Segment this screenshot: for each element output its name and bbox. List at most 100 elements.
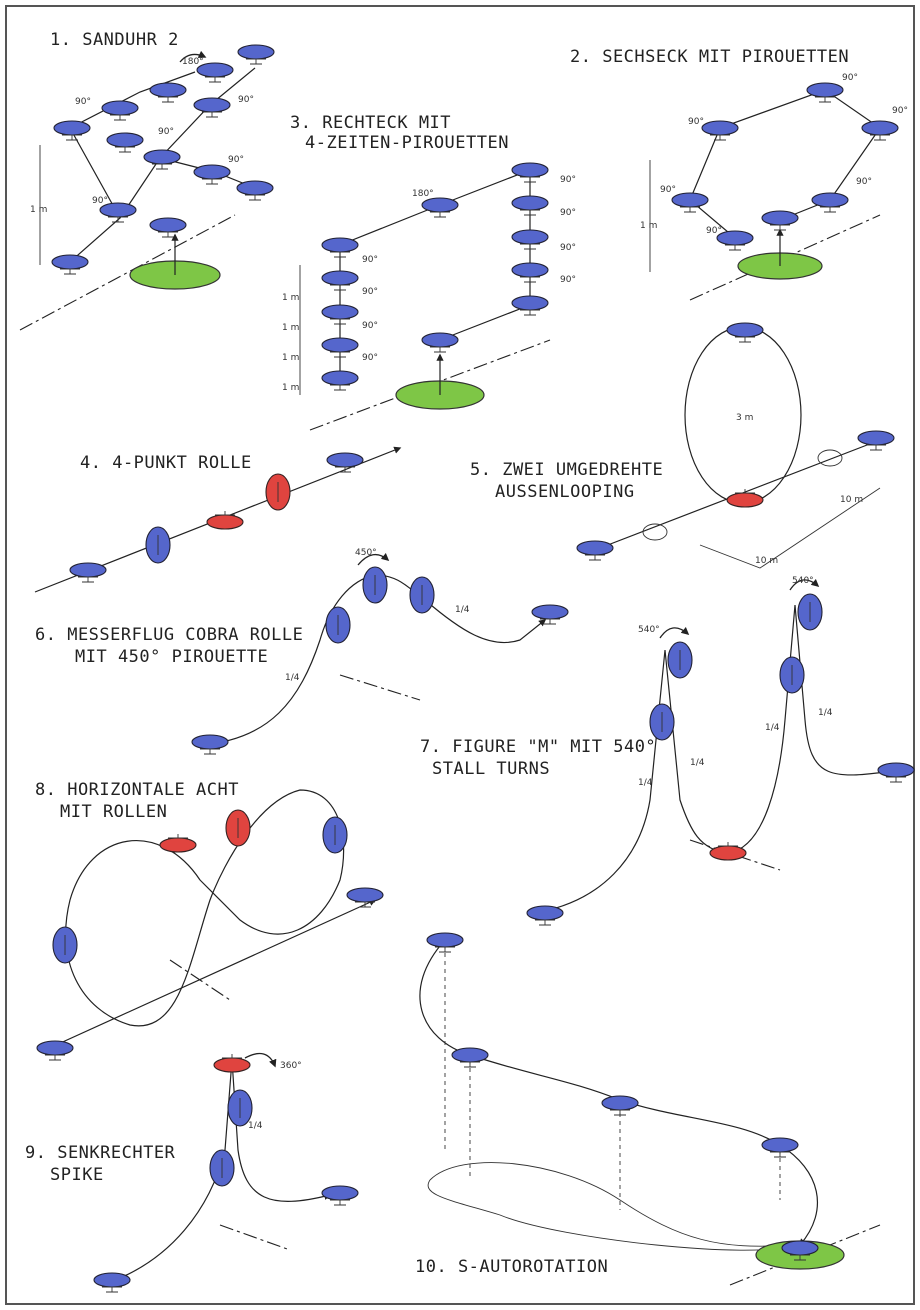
svg-text:90°: 90° xyxy=(706,226,722,236)
helicopter-icon xyxy=(811,192,849,213)
helicopter-icon xyxy=(511,229,549,250)
svg-text:1/4: 1/4 xyxy=(285,673,300,683)
maneuver-1-sanduhr: 1. SANDUHR 2 1 m 180° 90° 90° 90° 90° 90… xyxy=(19,30,275,331)
svg-text:90°: 90° xyxy=(856,177,872,187)
helicopter-icon xyxy=(265,473,291,511)
svg-text:180°: 180° xyxy=(182,57,204,67)
helicopter-icon xyxy=(861,120,899,141)
svg-text:1/4: 1/4 xyxy=(690,758,705,768)
helicopter-icon xyxy=(601,1095,639,1116)
title-maneuver-5-line1: 5. ZWEI UMGEDREHTE xyxy=(470,460,663,480)
helicopter-icon xyxy=(191,734,229,755)
svg-text:90°: 90° xyxy=(560,208,576,218)
maneuver-5-aussenlooping: 5. ZWEI UMGEDREHTE AUSSENLOOPING 3 m 10 … xyxy=(470,322,895,569)
svg-text:90°: 90° xyxy=(92,196,108,206)
svg-text:10 m: 10 m xyxy=(840,495,863,505)
helicopter-icon xyxy=(426,932,464,953)
svg-text:90°: 90° xyxy=(688,117,704,127)
helicopter-icon xyxy=(701,120,739,141)
helicopter-icon xyxy=(237,44,275,65)
svg-text:90°: 90° xyxy=(228,155,244,165)
helicopter-icon xyxy=(667,641,693,679)
label-1-dist: 1 m xyxy=(30,205,47,215)
svg-text:1/4: 1/4 xyxy=(455,605,470,615)
svg-text:90°: 90° xyxy=(75,97,91,107)
helicopter-icon xyxy=(362,566,388,604)
helicopter-icon xyxy=(511,162,549,183)
svg-text:90°: 90° xyxy=(560,275,576,285)
svg-text:90°: 90° xyxy=(560,243,576,253)
helicopter-icon xyxy=(421,197,459,218)
helicopter-icon xyxy=(511,295,549,316)
svg-text:450°: 450° xyxy=(355,548,377,558)
helicopter-icon xyxy=(671,192,709,213)
helicopter-icon xyxy=(511,195,549,216)
helicopter-icon xyxy=(101,100,139,121)
helicopter-icon xyxy=(52,926,78,964)
title-maneuver-2: 2. SECHSECK MIT PIROUETTEN xyxy=(570,47,849,67)
helicopter-icon xyxy=(726,488,764,508)
svg-text:90°: 90° xyxy=(362,353,378,363)
svg-text:1 m: 1 m xyxy=(282,323,299,333)
helicopter-icon xyxy=(716,230,754,251)
helicopter-icon xyxy=(236,180,274,201)
svg-text:90°: 90° xyxy=(158,127,174,137)
helicopter-icon xyxy=(576,540,614,561)
helicopter-icon xyxy=(225,809,251,847)
helicopter-icon xyxy=(322,816,348,854)
helicopter-icon xyxy=(649,703,675,741)
title-maneuver-3-line2: 4-ZEITEN-PIROUETTEN xyxy=(305,133,509,153)
helicopter-icon xyxy=(531,604,569,625)
svg-text:90°: 90° xyxy=(362,255,378,265)
svg-text:1 m: 1 m xyxy=(282,353,299,363)
title-maneuver-7-line1: 7. FIGURE "M" MIT 540° xyxy=(420,737,656,757)
helicopter-icon xyxy=(93,1272,131,1293)
helicopter-icon xyxy=(213,1053,251,1073)
helicopter-icon xyxy=(193,164,231,185)
helicopter-icon xyxy=(106,132,144,153)
title-maneuver-4: 4. 4-PUNKT ROLLE xyxy=(80,453,252,473)
title-maneuver-9-line1: 9. SENKRECHTER xyxy=(25,1143,176,1163)
helicopter-icon xyxy=(857,430,895,451)
svg-text:90°: 90° xyxy=(362,287,378,297)
sheet-border xyxy=(5,5,915,1305)
title-maneuver-3-line1: 3. RECHTECK MIT xyxy=(290,113,451,133)
helicopter-icon xyxy=(321,237,359,258)
svg-text:1 m: 1 m xyxy=(640,221,657,231)
helicopter-icon xyxy=(149,217,187,238)
svg-text:1/4: 1/4 xyxy=(765,723,780,733)
helicopter-icon xyxy=(421,332,459,353)
svg-text:180°: 180° xyxy=(412,189,434,199)
svg-text:90°: 90° xyxy=(362,321,378,331)
helicopter-icon xyxy=(321,1185,359,1206)
title-maneuver-9-line2: SPIKE xyxy=(50,1165,104,1185)
helicopter-icon xyxy=(206,510,244,530)
helicopter-icon xyxy=(761,210,799,231)
helicopter-icon xyxy=(346,887,384,908)
maneuver-3-rechteck: 3. RECHTECK MIT 4-ZEITEN-PIROUETTEN 1 m … xyxy=(282,113,576,431)
svg-text:360°: 360° xyxy=(280,1061,302,1071)
helicopter-icon xyxy=(877,762,915,783)
svg-text:540°: 540° xyxy=(638,625,660,635)
helicopter-icon xyxy=(321,270,359,291)
svg-text:3 m: 3 m xyxy=(736,413,753,423)
title-maneuver-8-line2: MIT ROLLEN xyxy=(60,802,167,822)
svg-text:1/4: 1/4 xyxy=(638,778,653,788)
svg-text:10 m: 10 m xyxy=(755,556,778,566)
title-maneuver-6-line1: 6. MESSERFLUG COBRA ROLLE xyxy=(35,625,303,645)
svg-text:90°: 90° xyxy=(238,95,254,105)
title-maneuver-8-line1: 8. HORIZONTALE ACHT xyxy=(35,780,239,800)
svg-text:90°: 90° xyxy=(660,185,676,195)
maneuver-9-spike: 9. SENKRECHTER SPIKE 360° 1/4 xyxy=(25,1052,359,1293)
helicopter-icon xyxy=(321,337,359,358)
helicopter-icon xyxy=(51,254,89,275)
helicopter-icon xyxy=(159,833,197,853)
helicopter-icon xyxy=(526,905,564,926)
maneuver-2-sechseck: 2. SECHSECK MIT PIROUETTEN 1 m 90° 90° 9… xyxy=(570,47,908,301)
title-maneuver-7-line2: STALL TURNS xyxy=(432,759,550,779)
svg-text:540°: 540° xyxy=(792,576,814,586)
helicopter-icon xyxy=(143,149,181,170)
helicopter-icon xyxy=(511,262,549,283)
title-maneuver-1: 1. SANDUHR 2 xyxy=(50,30,179,50)
